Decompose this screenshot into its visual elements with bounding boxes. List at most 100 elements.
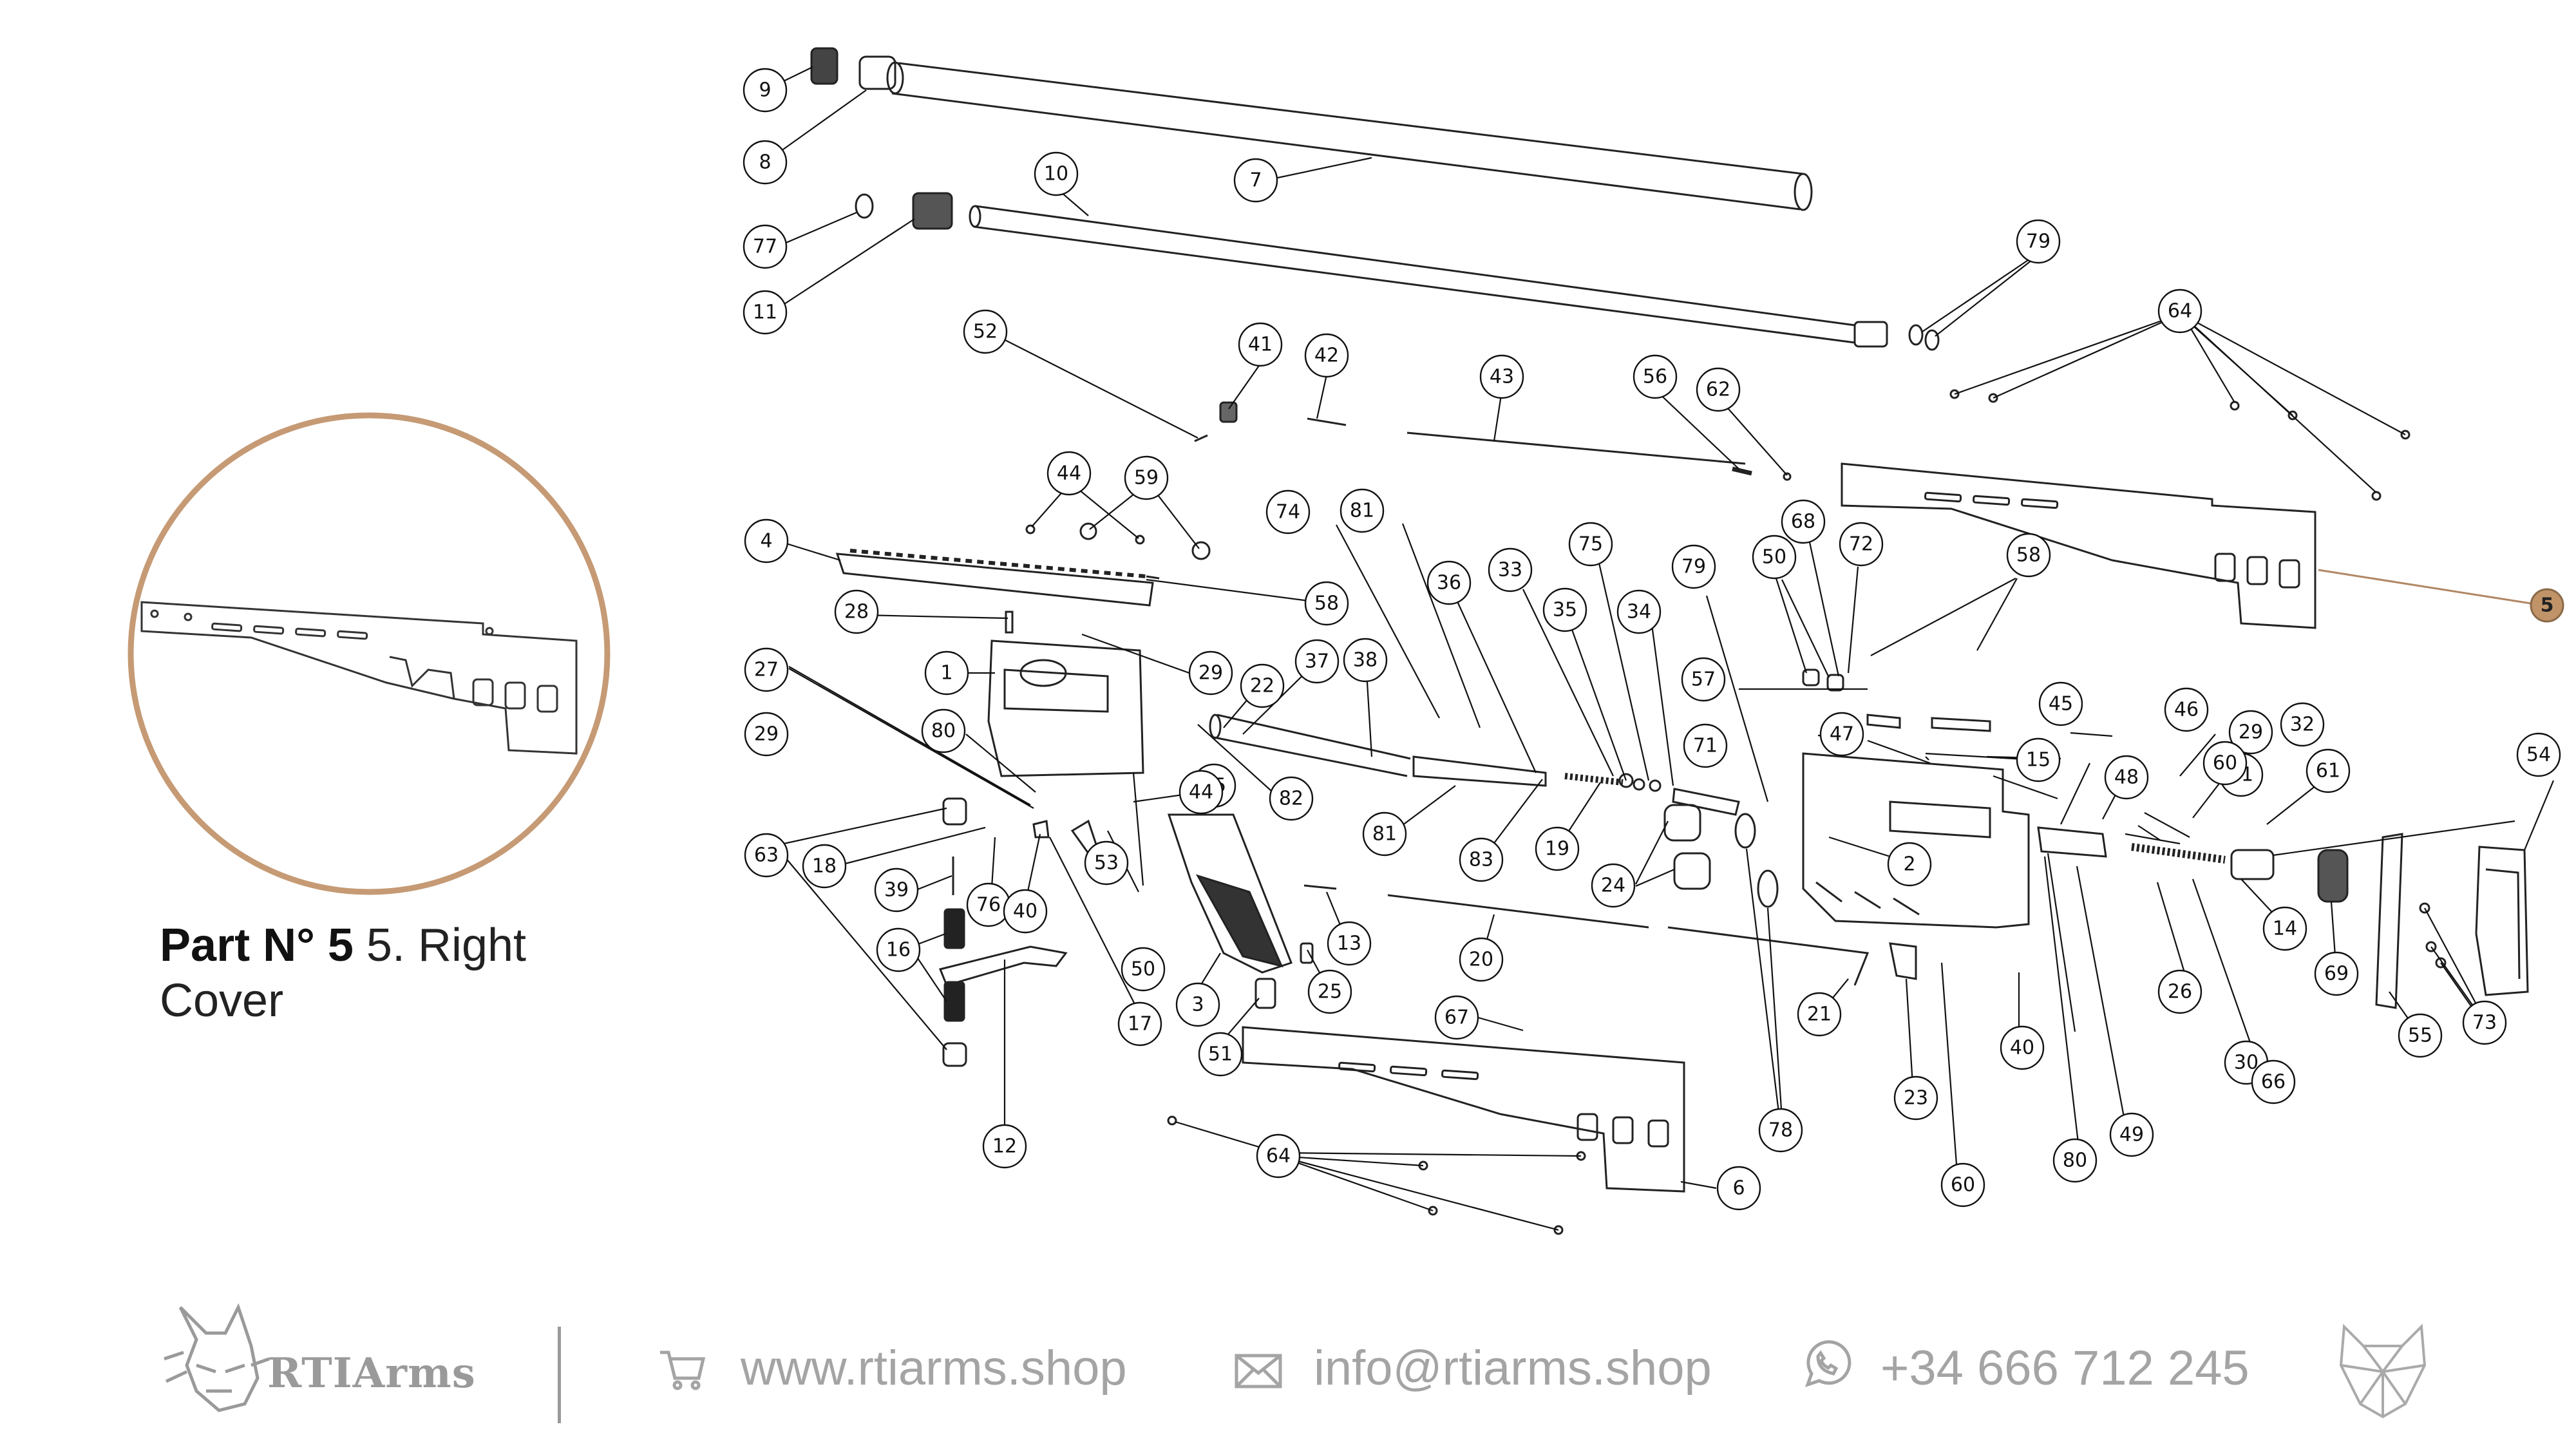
cart-icon [660, 1350, 706, 1390]
callout-82: 82 [1269, 776, 1314, 821]
callout-circle [1340, 488, 1385, 533]
callout-label: 79 [2026, 231, 2050, 253]
highlight-circle [2530, 588, 2564, 623]
callout-29: 29 [2228, 710, 2273, 755]
callout-circle [1327, 921, 1372, 966]
callout-2: 2 [1887, 842, 1932, 887]
callout-label: 46 [2174, 699, 2199, 721]
callout-label: 62 [1706, 379, 1730, 401]
callout-circle [874, 867, 919, 913]
email-link[interactable]: info@rtiarms.shop [1314, 1341, 1712, 1396]
callout-label: 68 [1791, 511, 1815, 533]
callout-1: 1 [924, 650, 969, 696]
callout-label: 58 [2016, 544, 2041, 567]
callout-label: 72 [1849, 533, 1873, 556]
callout-circle [744, 833, 789, 878]
callout-circle [1426, 560, 1472, 605]
callout-14: 14 [2262, 906, 2307, 951]
callout-circle [1003, 889, 1048, 934]
callout-label: 67 [1444, 1007, 1469, 1029]
callout-label: 12 [992, 1135, 1017, 1158]
callout-label: 25 [1318, 981, 1342, 1003]
callout-circle [1781, 499, 1826, 544]
callout-circle [2157, 969, 2202, 1014]
callout-circle [1198, 1032, 1243, 1077]
callout-label: 54 [2526, 744, 2551, 766]
callout-label: 43 [1490, 366, 1514, 388]
callout-29: 29 [1188, 650, 1233, 696]
callout-label: 57 [1691, 668, 1716, 691]
callout-57: 57 [1681, 657, 1726, 702]
callout-label: 64 [1266, 1145, 1291, 1168]
callout-circle [1797, 992, 1842, 1037]
callout-9: 9 [743, 68, 788, 113]
callout-label: 4 [760, 530, 772, 553]
callout-label: 2 [1903, 853, 1915, 876]
callout-circle [1121, 947, 1166, 992]
callout-58: 58 [1304, 581, 1349, 626]
callout-label: 33 [1498, 559, 1522, 582]
callout-52: 52 [963, 309, 1008, 354]
callout-label: 74 [1276, 501, 1300, 524]
callout-circle [1188, 650, 1233, 696]
callout-label: 7 [1249, 169, 1262, 192]
callout-label: 51 [1208, 1043, 1233, 1066]
callout-circle [1179, 770, 1224, 815]
callout-49: 49 [2109, 1112, 2154, 1157]
callout-circle [1046, 451, 1092, 496]
callout-circle [876, 927, 921, 972]
callout-55: 55 [2398, 1013, 2443, 1058]
callout-43: 43 [1479, 354, 1524, 399]
callout-circle [2164, 687, 2209, 732]
callout-83: 83 [1459, 837, 1504, 882]
callout-39: 39 [874, 867, 919, 913]
callout-circle [1893, 1075, 1938, 1121]
website-link[interactable]: www.rtiarms.shop [741, 1341, 1127, 1396]
whatsapp-icon [1804, 1340, 1852, 1387]
callout-circle [1269, 776, 1314, 821]
callout-circle [1175, 982, 1220, 1027]
callout-circle [1343, 638, 1388, 683]
callout-circle [2052, 1138, 2098, 1183]
callout-label: 66 [2261, 1071, 2286, 1094]
zoomed-right-cover [140, 601, 578, 755]
callout-circle [2157, 289, 2202, 334]
callout-circle [1233, 158, 1278, 203]
callout-13: 13 [1327, 921, 1372, 966]
callout-label: 81 [1372, 823, 1397, 846]
part-caption: Part N° 5 5. Right Cover [160, 918, 559, 1028]
callout-circle [1752, 535, 1797, 580]
callout-38: 38 [1343, 638, 1388, 683]
callout-label: 75 [1578, 533, 1603, 556]
callout-label: 64 [2168, 300, 2192, 323]
callout-label: 9 [759, 79, 771, 102]
callout-label: 81 [1350, 500, 1374, 522]
callout-23: 23 [1893, 1075, 1938, 1121]
callout-label: 35 [1553, 599, 1577, 621]
callout-64: 64 [2157, 289, 2202, 334]
callout-label: 15 [2026, 749, 2050, 772]
callout-label: 30 [2234, 1052, 2259, 1074]
callout-24: 24 [1591, 863, 1636, 908]
callout-label: 13 [1337, 933, 1361, 955]
wolf-logo-icon [2339, 1323, 2427, 1419]
callout-circle [1542, 587, 1587, 632]
callout-label: 39 [884, 879, 909, 902]
callout-label: 56 [1643, 366, 1667, 388]
callout-label: 77 [753, 236, 777, 258]
callout-66: 66 [2251, 1059, 2296, 1104]
callout-circle [1238, 322, 1283, 367]
callout-label: 53 [1094, 852, 1119, 875]
callout-71: 71 [1683, 723, 1728, 768]
callout-circle [2262, 906, 2307, 951]
phone-number[interactable]: +34 666 712 245 [1880, 1341, 2249, 1396]
callout-label: 19 [1545, 838, 1569, 860]
callout-20: 20 [1459, 937, 1504, 982]
callout-circle [982, 1124, 1027, 1169]
callout-circle [1839, 522, 1884, 567]
callout-29: 29 [744, 712, 789, 757]
callout-circle [1479, 354, 1524, 399]
callout-19: 19 [1535, 826, 1580, 871]
callout-label: 6 [1732, 1177, 1745, 1200]
